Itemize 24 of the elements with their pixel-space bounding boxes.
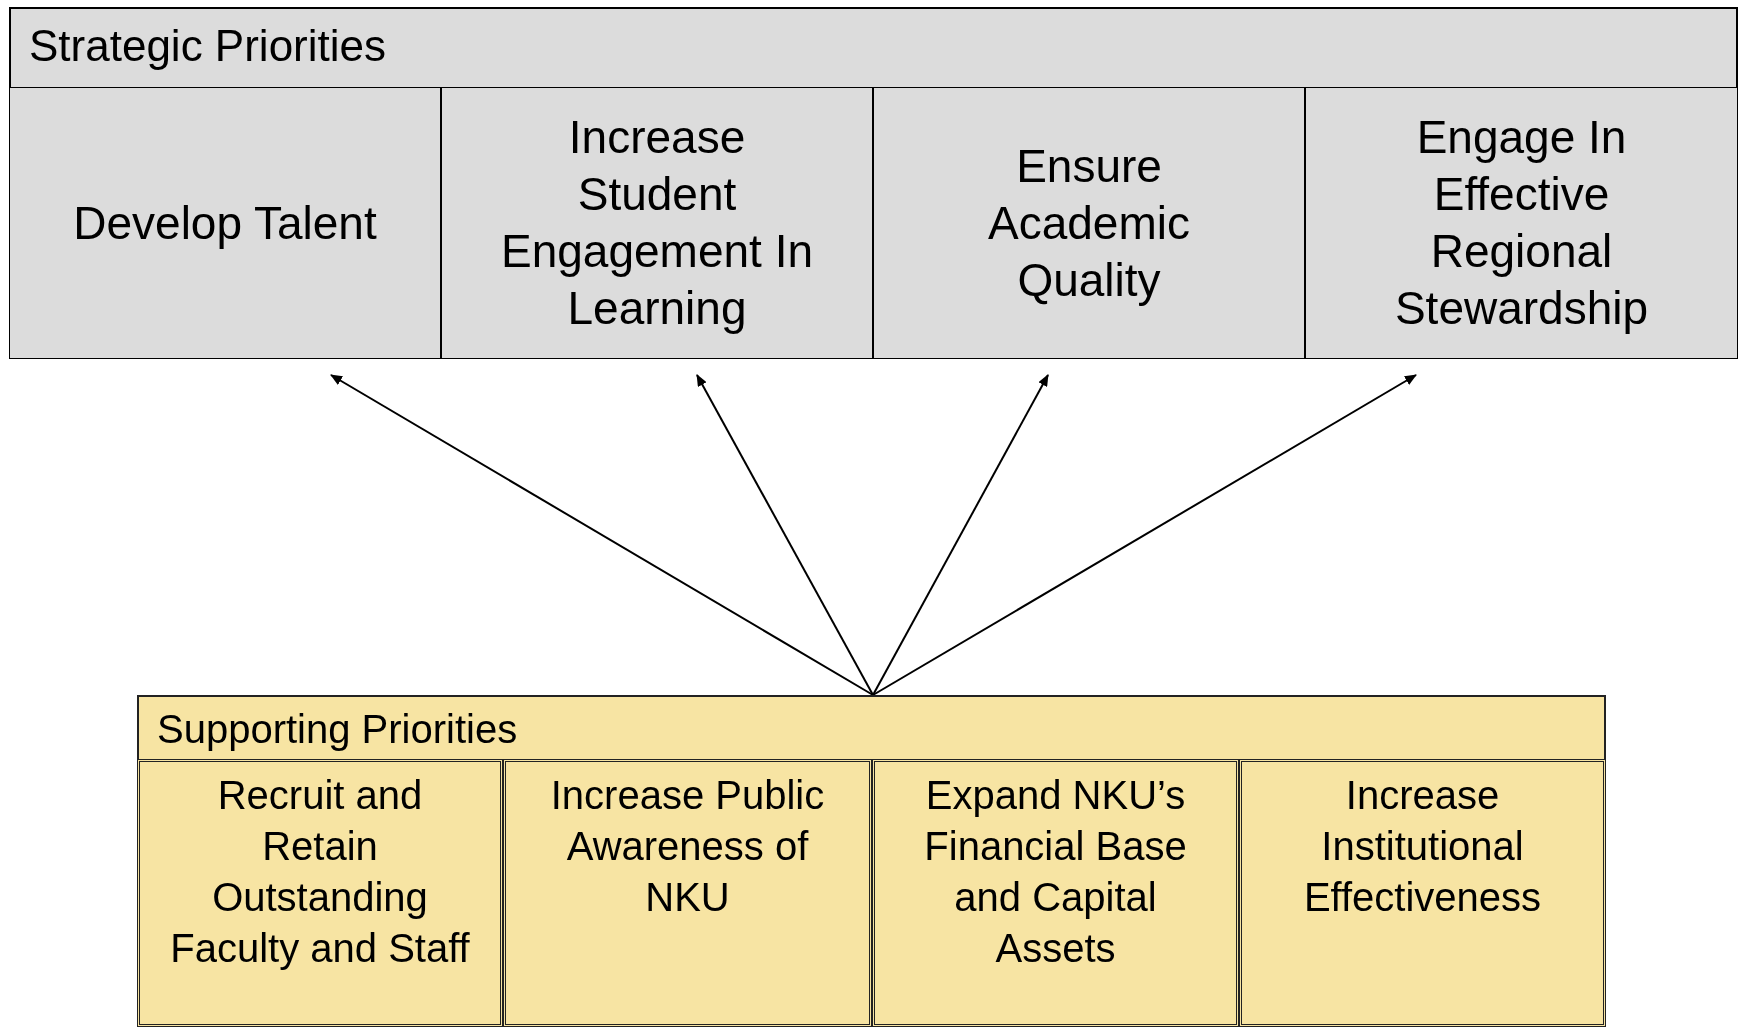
priority-cell [9, 87, 441, 359]
priority-cell [441, 87, 873, 359]
priority-text: Increase Public Awareness of NKU [549, 772, 826, 921]
arrow [696, 374, 874, 696]
priority-panel [137, 695, 1606, 1027]
panel-heading: Strategic Priorities [29, 20, 386, 72]
priority-text: Engage In Effective Regional Stewardship [1393, 110, 1650, 336]
priority-cell [137, 759, 503, 1027]
arrow [872, 374, 1417, 696]
priority-text: Develop Talent [73, 195, 377, 251]
priority-cell [1305, 87, 1738, 359]
priority-text: Increase Student Engagement In Learning [500, 110, 814, 336]
priority-panel [9, 7, 1738, 359]
priority-cell [873, 87, 1305, 359]
panel-heading: Supporting Priorities [157, 706, 518, 753]
priority-text: Recruit and Retain Outstanding Faculty and Staff [169, 772, 471, 972]
priority-text: Expand NKU’s Financial Base and Capital Assets [923, 772, 1188, 972]
priority-cell [872, 759, 1239, 1027]
arrow [872, 374, 1049, 696]
priority-cell [503, 759, 872, 1027]
priority-text: Ensure Academic Quality [987, 138, 1191, 308]
arrow [330, 374, 874, 696]
priority-cell [1239, 759, 1606, 1027]
priority-text: Increase Institutional Effectiveness [1302, 772, 1543, 921]
